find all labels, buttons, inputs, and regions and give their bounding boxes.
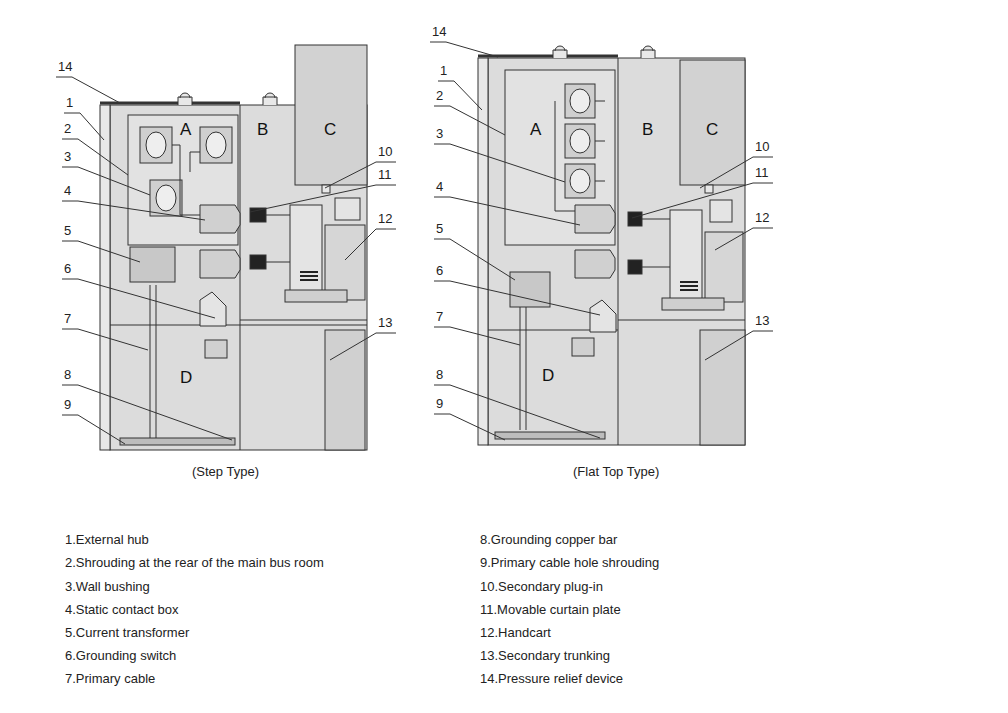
callout-number: 1 <box>66 96 73 111</box>
callout-number: 13 <box>378 316 392 331</box>
callout-number: 12 <box>378 212 392 227</box>
callout-number: 9 <box>436 397 443 412</box>
callout-number: 11 <box>378 168 392 183</box>
callout-number: 13 <box>755 314 769 329</box>
callout-number: 8 <box>64 368 71 383</box>
part-list-item: 12.Handcart <box>480 626 551 641</box>
callout-number: 10 <box>378 145 392 160</box>
part-list-item: 11.Movable curtain plate <box>480 603 621 618</box>
part-list-item: 6.Grounding switch <box>65 649 176 664</box>
callout-number: 2 <box>436 89 443 104</box>
callout-number: 6 <box>436 264 443 279</box>
part-list-item: 13.Secondary trunking <box>480 649 610 664</box>
callout-number: 2 <box>64 122 71 137</box>
part-list-item: 1.External hub <box>65 533 149 548</box>
part-list-item: 14.Pressure relief device <box>480 672 623 687</box>
callout-number: 9 <box>64 398 71 413</box>
part-list-item: 3.Wall bushing <box>65 580 150 595</box>
part-list-item: 8.Grounding copper bar <box>480 533 617 548</box>
callout-number: 3 <box>64 150 71 165</box>
callout-number: 11 <box>755 166 769 181</box>
part-list-item: 9.Primary cable hole shrouding <box>480 556 659 571</box>
compartment-letter: C <box>324 120 336 140</box>
part-list-item: 5.Current transformer <box>65 626 189 641</box>
compartment-letter: B <box>642 120 653 140</box>
view-caption: (Step Type) <box>192 465 259 480</box>
callout-number: 7 <box>436 310 443 325</box>
callout-number: 10 <box>755 140 769 155</box>
callout-number: 12 <box>755 211 769 226</box>
part-list-item: 2.Shrouding at the rear of the main bus … <box>65 556 324 571</box>
callout-number: 4 <box>436 180 443 195</box>
part-list-item: 10.Secondary plug-in <box>480 580 603 595</box>
callout-number: 1 <box>440 64 447 79</box>
compartment-letter: A <box>530 120 541 140</box>
part-list-item: 7.Primary cable <box>65 672 155 687</box>
compartment-letter: D <box>542 366 554 386</box>
callout-number: 5 <box>436 222 443 237</box>
callout-number: 8 <box>436 368 443 383</box>
callout-number: 7 <box>64 312 71 327</box>
callout-number: 4 <box>64 184 71 199</box>
callout-number: 14 <box>58 60 72 75</box>
callout-number: 6 <box>64 262 71 277</box>
callout-number: 14 <box>432 25 446 40</box>
compartment-letter: C <box>706 120 718 140</box>
compartment-letter: D <box>180 368 192 388</box>
part-list-item: 4.Static contact box <box>65 603 178 618</box>
view-caption: (Flat Top Type) <box>573 465 659 480</box>
compartment-letter: A <box>180 120 191 140</box>
compartment-letter: B <box>257 120 268 140</box>
callout-number: 5 <box>64 224 71 239</box>
callout-number: 3 <box>436 127 443 142</box>
